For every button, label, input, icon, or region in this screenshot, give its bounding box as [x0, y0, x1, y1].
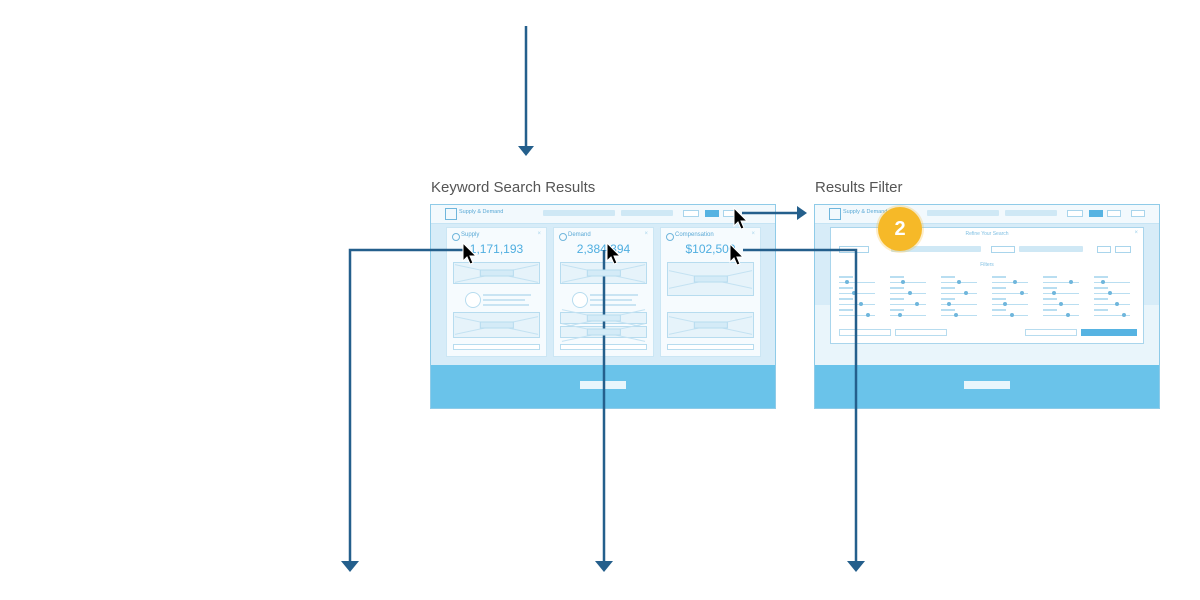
- app-header: Supply & Demand: [815, 205, 1159, 224]
- filter-slider[interactable]: [890, 309, 928, 319]
- supply-icon: [452, 233, 460, 241]
- chart-placeholder: [560, 262, 647, 284]
- close-icon[interactable]: ×: [537, 231, 541, 237]
- refine-search-modal[interactable]: Refine Your Search × Filters: [830, 227, 1144, 344]
- save-filters-button[interactable]: [895, 329, 947, 336]
- filter-slider[interactable]: [992, 309, 1030, 319]
- filter-button[interactable]: [723, 210, 737, 217]
- filter-chip[interactable]: [991, 246, 1015, 253]
- filter-slider[interactable]: [992, 298, 1030, 308]
- filters-heading: Filters: [980, 262, 994, 268]
- filter-slider[interactable]: [839, 298, 877, 308]
- cancel-button[interactable]: [1025, 329, 1077, 336]
- card-button[interactable]: [560, 344, 647, 350]
- filter-slider[interactable]: [941, 309, 979, 319]
- search-button[interactable]: [705, 210, 719, 217]
- filter-slider[interactable]: [1094, 298, 1132, 308]
- filter-input[interactable]: [1019, 246, 1083, 252]
- chart-placeholder: [667, 262, 754, 296]
- filter-slider[interactable]: [839, 287, 877, 297]
- compensation-icon: [666, 233, 674, 241]
- demand-card[interactable]: Demand × 2,384,394: [553, 227, 654, 357]
- results-filter-screen[interactable]: Supply & Demand Refine Your Search × Fil…: [814, 204, 1160, 409]
- filter-slider[interactable]: [1043, 276, 1081, 286]
- search-button[interactable]: [1089, 210, 1103, 217]
- chart-placeholder: [453, 312, 540, 338]
- filter-slider[interactable]: [890, 298, 928, 308]
- card-button[interactable]: [453, 344, 540, 350]
- apply-button[interactable]: [1081, 329, 1137, 336]
- card-title: Demand: [568, 232, 591, 238]
- location-search-input[interactable]: [1005, 210, 1057, 216]
- compensation-card[interactable]: Compensation × $102,500: [660, 227, 761, 357]
- screen-2-title: Results Filter: [815, 179, 903, 196]
- chart-placeholder: [453, 262, 540, 284]
- footer: [815, 365, 1159, 408]
- close-icon[interactable]: ×: [644, 231, 648, 237]
- supply-value: 1,171,193: [469, 242, 524, 256]
- filter-slider[interactable]: [1094, 309, 1132, 319]
- avatar-placeholder: [465, 292, 481, 308]
- supply-card[interactable]: Supply × 1,171,193: [446, 227, 547, 357]
- card-title: Supply: [461, 232, 480, 238]
- radius-dropdown[interactable]: [683, 210, 699, 217]
- arrowhead-down-icon: [341, 561, 359, 572]
- filter-slider[interactable]: [941, 287, 979, 297]
- close-icon[interactable]: ×: [1134, 230, 1138, 236]
- chart-placeholder: [667, 312, 754, 338]
- filter-slider[interactable]: [992, 276, 1030, 286]
- avatar-placeholder: [572, 292, 588, 308]
- filter-slider[interactable]: [992, 287, 1030, 297]
- radius-dropdown[interactable]: [1067, 210, 1083, 217]
- filter-slider[interactable]: [890, 287, 928, 297]
- filter-slider[interactable]: [839, 276, 877, 286]
- compensation-value: $102,500: [685, 242, 736, 256]
- arrowhead-down-icon: [847, 561, 865, 572]
- arrowhead-down-icon: [595, 561, 613, 572]
- user-menu-button[interactable]: [1131, 210, 1145, 217]
- card-title: Compensation: [675, 232, 714, 238]
- filter-chip[interactable]: [1097, 246, 1111, 253]
- location-search-input[interactable]: [621, 210, 673, 216]
- modal-title: Refine Your Search: [965, 231, 1009, 237]
- arrowhead-down-icon: [518, 146, 534, 156]
- footer: [431, 365, 775, 408]
- filter-slider[interactable]: [1043, 309, 1081, 319]
- clear-filters-button[interactable]: [839, 329, 891, 336]
- demand-value: 2,384,394: [576, 242, 631, 256]
- filter-input[interactable]: [891, 246, 981, 252]
- app-title: Supply & Demand: [843, 209, 888, 215]
- app-header: Supply & Demand: [431, 205, 775, 224]
- demand-icon: [559, 233, 567, 241]
- footer-button[interactable]: [964, 381, 1010, 389]
- chart-placeholder: [560, 312, 647, 324]
- filter-slider[interactable]: [1043, 287, 1081, 297]
- filter-slider[interactable]: [941, 276, 979, 286]
- chart-placeholder: [560, 326, 647, 338]
- filter-slider[interactable]: [1094, 287, 1132, 297]
- filter-slider[interactable]: [1094, 276, 1132, 286]
- filter-slider[interactable]: [1043, 298, 1081, 308]
- app-title: Supply & Demand: [459, 209, 504, 215]
- card-button[interactable]: [667, 344, 754, 350]
- app-logo-icon: [445, 208, 457, 220]
- keyword-search-results-screen[interactable]: Supply & Demand Supply × 1,171,193 Deman…: [430, 204, 776, 409]
- step-badge: 2: [878, 207, 922, 251]
- filter-chip[interactable]: [839, 246, 869, 253]
- filter-slider[interactable]: [890, 276, 928, 286]
- screen-1-title: Keyword Search Results: [431, 179, 596, 196]
- filter-button[interactable]: [1107, 210, 1121, 217]
- close-icon[interactable]: ×: [751, 231, 755, 237]
- filter-slider[interactable]: [839, 309, 877, 319]
- app-logo-icon: [829, 208, 841, 220]
- keyword-search-input[interactable]: [927, 210, 999, 216]
- footer-button[interactable]: [580, 381, 626, 389]
- arrowhead-right-icon: [797, 206, 807, 220]
- filter-slider[interactable]: [941, 298, 979, 308]
- keyword-search-input[interactable]: [543, 210, 615, 216]
- filter-chip[interactable]: [1115, 246, 1131, 253]
